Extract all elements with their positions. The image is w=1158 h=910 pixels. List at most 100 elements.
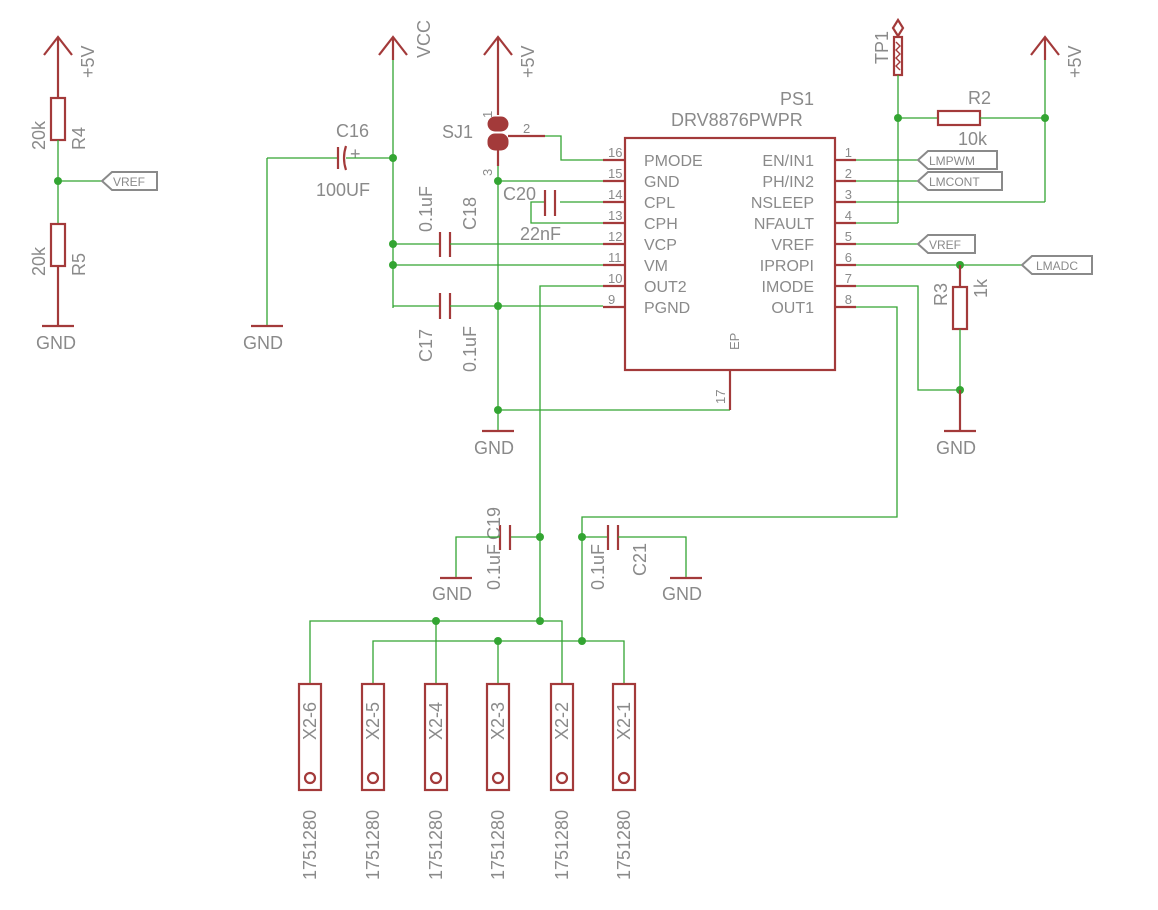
gnd-symbol-6: GND [662,576,702,604]
p5v-symbol-center: +5V [483,35,538,115]
ic-pin-num: 16 [608,145,622,160]
c21-name: C21 [630,543,650,576]
net-label-lmadc-text: LMADC [1036,259,1078,273]
ic-pin-num: 7 [845,271,852,286]
gnd-symbol-5: GND [432,576,472,604]
ic-pin-num: 5 [845,229,852,244]
gnd-label-5: GND [432,584,472,604]
capacitor-c19[interactable]: 0.1uF C19 [484,507,512,590]
ic-pin-num: 15 [608,166,622,181]
ic-pin-num: 9 [608,292,615,307]
ic-ep-pin-num: 17 [713,390,728,404]
ic-pin-num: 12 [608,229,622,244]
c16-value: 100UF [316,180,370,200]
connector-pin-label: X2-5 [363,702,383,740]
sj1-pin3: 3 [480,169,495,176]
c19-value: 0.1uF [484,544,504,590]
connector-pin[interactable]: X2-5 1751280 [360,682,386,880]
capacitor-c17[interactable]: C17 0.1uF [416,293,480,372]
r5-name: R5 [69,253,89,276]
connector-part-label: 1751280 [426,810,446,880]
sj1-name: SJ1 [442,122,473,142]
capacitor-c20[interactable]: C20 22nF [503,184,561,244]
c17-value: 0.1uF [460,326,480,372]
gnd-symbol-1: GND [36,324,76,353]
connector-part-label: 1751280 [363,810,383,880]
connector-pin-label: X2-4 [426,702,446,740]
net-label-lmadc[interactable]: LMADC [1020,255,1093,275]
ic-pin-num: 3 [845,187,852,202]
connector-pin[interactable]: X2-6 1751280 [297,682,323,880]
net-label-vref-right[interactable]: VREF [916,234,976,254]
ic-right-pins: 1EN/IN12PH/IN23NSLEEP4NFAULT5VREF6IPROPI… [751,145,856,317]
ic-pin-num: 8 [845,292,852,307]
gnd-symbol-4: GND [936,429,976,458]
connector-pin-label: X2-3 [488,702,508,740]
tp1-name: TP1 [872,31,892,64]
resistor-r4[interactable]: 20k R4 [29,96,89,150]
ic-pin-num: 1 [845,145,852,160]
ic-pin-2[interactable]: 2PH/IN2 [762,166,856,191]
c20-name: C20 [503,184,536,204]
ic-pin-name: CPL [644,195,675,212]
ic-pin-num: 13 [608,208,622,223]
r3-name: R3 [931,283,951,306]
capacitor-c21[interactable]: 0.1uF C21 [588,525,650,590]
gnd-label-1: GND [36,333,76,353]
p5v-symbol-left: +5V [43,35,98,98]
connector-part-label: 1751280 [488,810,508,880]
c20-value: 22nF [520,224,561,244]
ic-pin-name: IPROPI [760,258,814,275]
p5v-label-left: +5V [78,45,98,78]
ic-pin-name: NSLEEP [751,195,814,212]
resistor-r5[interactable]: 20k R5 [29,222,89,276]
net-label-vref-right-text: VREF [929,238,961,252]
resistor-r2[interactable]: R2 10k [936,88,991,149]
gnd-label-6: GND [662,584,702,604]
connector-pin-label: X2-6 [300,702,320,740]
ic-pin-name: OUT1 [771,300,814,317]
capacitor-c18[interactable]: 0.1uF C18 [416,186,480,257]
ic-pin-name: PMODE [644,153,703,170]
ic-pin-num: 14 [608,187,622,202]
resistor-r3[interactable]: R3 1k [931,278,991,331]
vcc-label: VCC [414,20,434,58]
solder-jumper-sj1[interactable]: SJ1 1 2 3 [442,111,545,176]
capacitor-c16[interactable]: + C16 100UF [316,121,370,200]
connector-pin[interactable]: X2-4 1751280 [423,682,449,880]
net-label-lmcont[interactable]: LMCONT [916,171,1003,191]
connector-part-label: 1751280 [300,810,320,880]
c18-value: 0.1uF [416,186,436,232]
net-label-lmcont-text: LMCONT [929,175,980,189]
ic-pin-1[interactable]: 1EN/IN1 [762,145,856,170]
net-label-vref-left[interactable]: VREF [100,171,158,191]
ic-pin-name: PH/IN2 [762,174,814,191]
connector-part-label: 1751280 [614,810,634,880]
r4-value: 20k [29,120,49,150]
connector-pin[interactable]: X2-3 1751280 [485,682,511,880]
gnd-label-3: GND [474,438,514,458]
ic-pin-num: 6 [845,250,852,265]
ic-pin-name: VCP [644,237,677,254]
net-label-lmpwm[interactable]: LMPWM [916,150,998,170]
testpoint-tp1[interactable]: TP1 [872,17,905,77]
r5-value: 20k [29,246,49,276]
r3-value: 1k [971,278,991,298]
